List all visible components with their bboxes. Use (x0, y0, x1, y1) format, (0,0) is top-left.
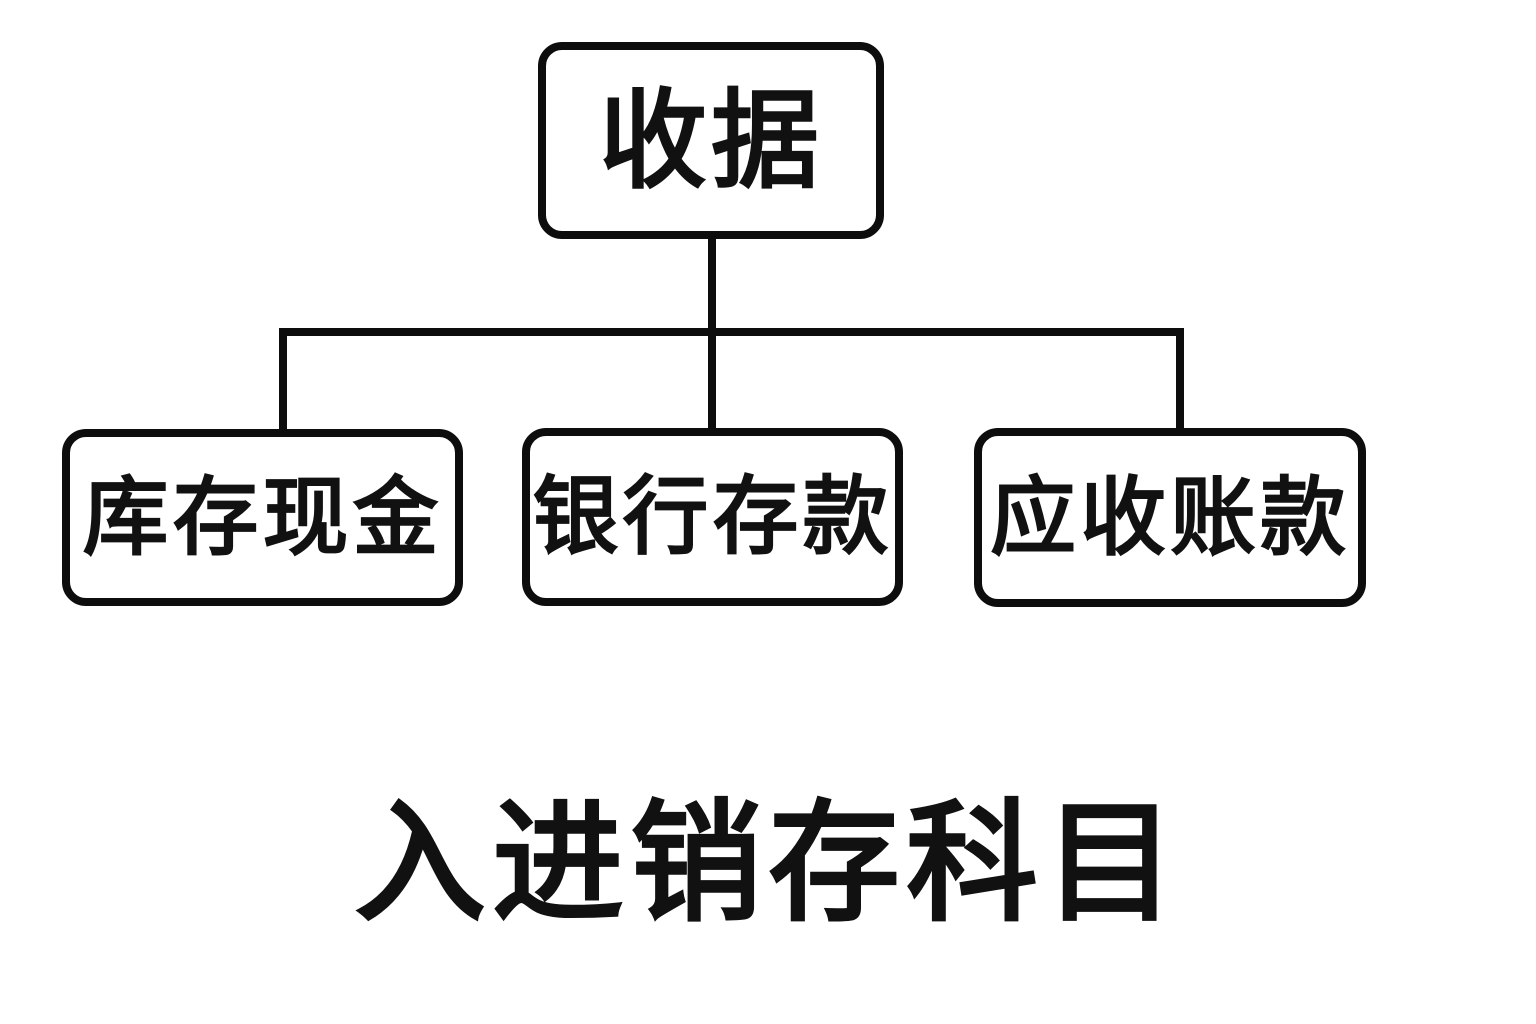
node-bank-deposit: 银行存款 (522, 428, 903, 606)
node-receipt-label: 收据 (598, 79, 823, 201)
connector-horizontal (279, 328, 1184, 336)
diagram-caption: 入进销存科目 (354, 790, 1182, 937)
node-cash-on-hand-label: 库存现金 (82, 469, 443, 566)
node-bank-deposit-label: 银行存款 (532, 469, 893, 565)
connector-vertical-right (1176, 330, 1184, 434)
node-cash-on-hand: 库存现金 (62, 429, 463, 606)
node-accounts-receivable-label: 应收账款 (990, 469, 1350, 566)
node-accounts-receivable: 应收账款 (974, 428, 1366, 607)
connector-vertical-left (279, 330, 287, 434)
node-receipt: 收据 (538, 42, 884, 239)
